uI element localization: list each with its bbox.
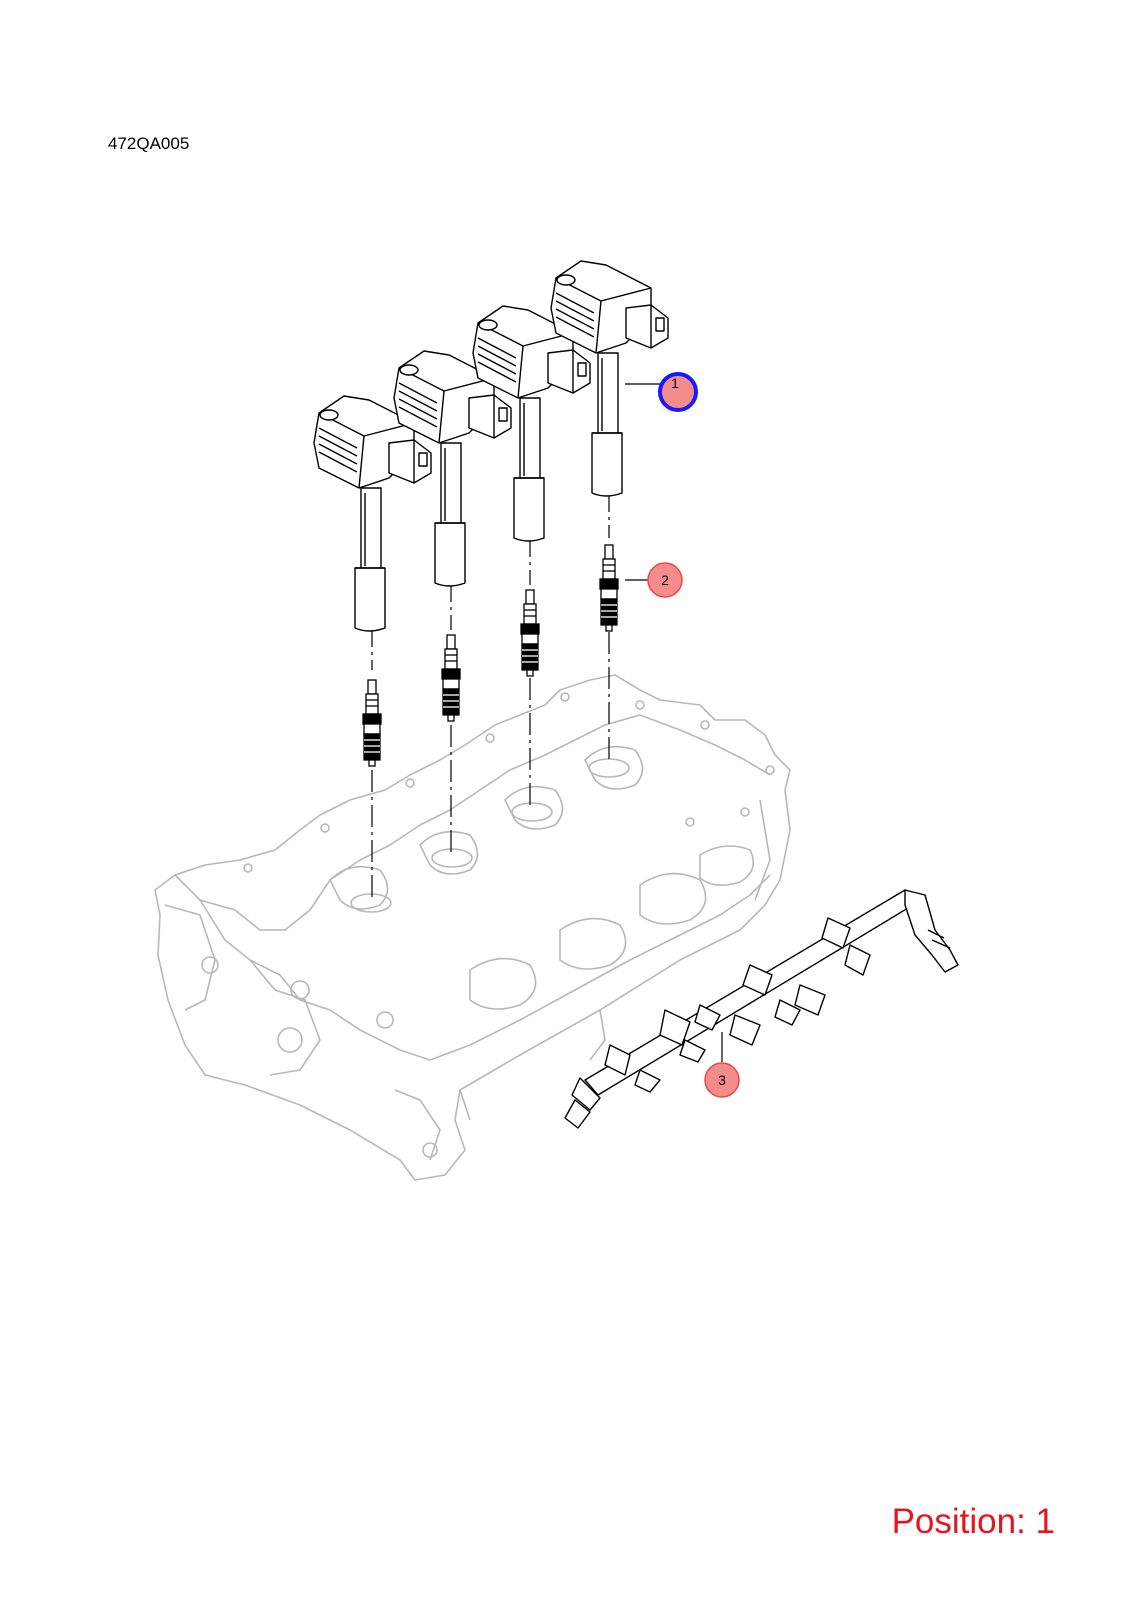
callout-2[interactable]: 2 [647, 562, 683, 598]
fuel-rail [564, 889, 959, 1129]
spark-plug-3 [520, 589, 540, 677]
spark-plug-1 [362, 679, 382, 767]
callout-leaders [625, 383, 723, 1062]
callout-3-label: 3 [718, 1072, 726, 1088]
spark-plug-2 [441, 634, 461, 722]
callout-1[interactable]: 1 [658, 372, 698, 412]
callout-3[interactable]: 3 [704, 1062, 740, 1098]
callout-2-label: 2 [661, 572, 669, 588]
callout-1-label: 1 [671, 375, 679, 391]
position-label: Position: 1 [891, 1502, 1055, 1541]
spark-plug-4 [599, 544, 619, 632]
cylinder-head [154, 674, 791, 1181]
center-lines [371, 490, 610, 900]
ignition-coil-1 [313, 395, 432, 632]
diagram-code: 472QA005 [108, 134, 190, 153]
